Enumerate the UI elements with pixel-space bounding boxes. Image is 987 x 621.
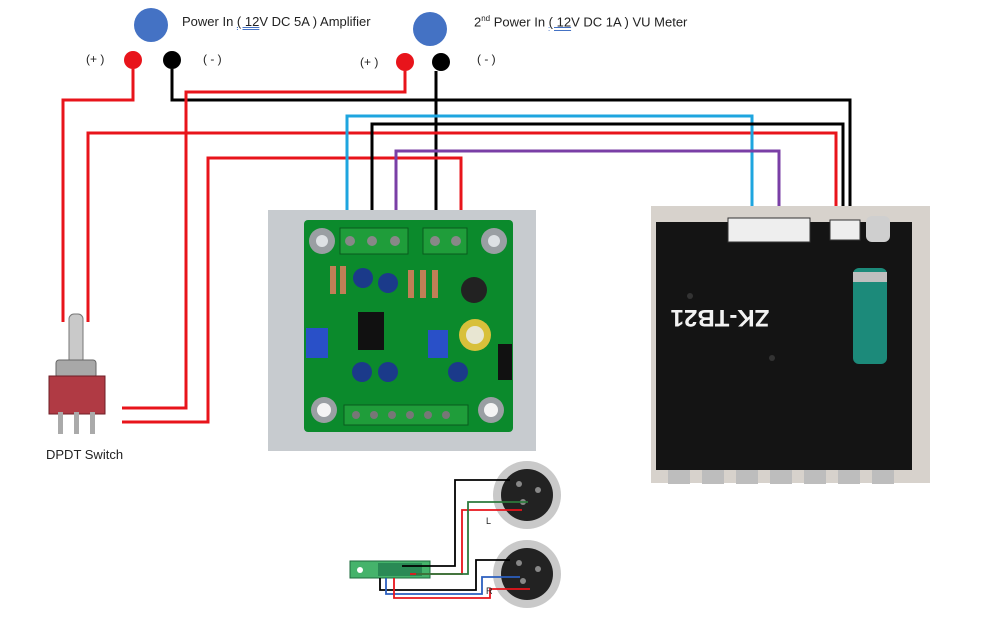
vu-minus-terminal (432, 53, 450, 71)
vu-plus-label: (+ ) (360, 55, 379, 69)
wire-red-amp-plus (61, 69, 135, 322)
wire-red-switch-zk (86, 131, 838, 322)
amp-plus-label: (+ ) (86, 52, 105, 66)
wire-cyan-signal (345, 114, 754, 234)
xlr-wire-black-r (379, 559, 510, 591)
vu-meter-board (268, 210, 536, 451)
amplifier-board (651, 206, 930, 484)
wire-red-vu-plus (122, 71, 407, 410)
xlr-wire-green-l (416, 501, 528, 575)
wire-red-switch-vu (122, 156, 463, 424)
xlr-jack-left (493, 461, 561, 529)
dpdt-switch (48, 313, 106, 434)
xlr-wire-red-r (393, 578, 530, 599)
xlr-label-right: R (486, 586, 493, 596)
amp-board-label: ZK-TB21 (671, 304, 770, 331)
xlr-wire-black-l (402, 479, 510, 567)
amp-minus-label: ( - ) (203, 52, 222, 66)
power-node-vu-meter (413, 12, 447, 46)
xlr-label-left: L (486, 516, 491, 526)
wire-black-signal (370, 122, 845, 234)
wire-black-amp-minus (170, 69, 852, 228)
xlr-connector-board (349, 560, 431, 579)
vu-minus-label: ( - ) (477, 52, 496, 66)
amp-plus-terminal (124, 51, 142, 69)
amp-minus-terminal (163, 51, 181, 69)
xlr-wire-blue-r (385, 576, 520, 595)
wire-purple-signal (394, 149, 781, 234)
vu-power-title: 2nd Power In ( 12V DC 1A ) VU Meter (474, 14, 688, 30)
xlr-jack-right (493, 540, 561, 608)
power-node-amplifier (134, 8, 168, 42)
switch-label: DPDT Switch (46, 447, 124, 462)
vu-plus-terminal (396, 53, 414, 71)
amp-power-title: Power In ( 12V DC 5A ) Amplifier (182, 14, 371, 29)
